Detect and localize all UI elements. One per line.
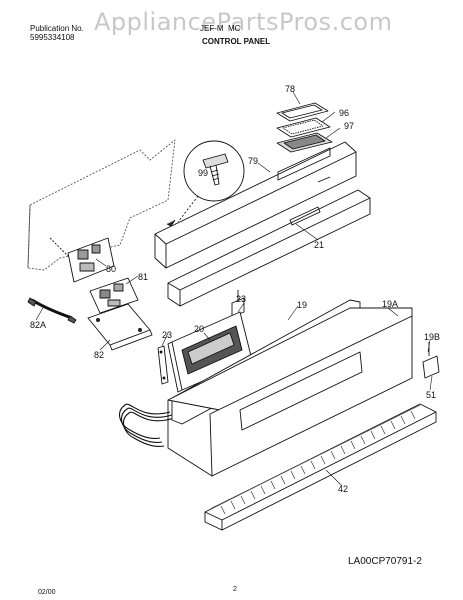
callout-23-lower: 23 xyxy=(162,330,172,340)
publication-label: Publication No. xyxy=(30,24,84,33)
callout-23-upper: 23 xyxy=(236,294,246,304)
publication-number: 5995334108 xyxy=(30,33,75,42)
diagram-code: LA00CP70791-2 xyxy=(348,556,422,567)
callout-97: 97 xyxy=(344,121,354,131)
wire-harness-82A xyxy=(27,297,77,324)
section-title: CONTROL PANEL xyxy=(202,37,271,46)
mount-bracket-23-upper xyxy=(231,290,245,318)
control-panel-79 xyxy=(154,141,357,269)
back-wall-panel xyxy=(27,139,176,271)
callout-51: 51 xyxy=(426,390,436,400)
screw-99-detail xyxy=(166,140,245,227)
display-lens-78 xyxy=(276,102,329,122)
callout-19: 19 xyxy=(297,300,307,310)
callout-96: 96 xyxy=(339,108,349,118)
ribbon-cable xyxy=(119,403,175,448)
relay-board-80 xyxy=(49,237,115,283)
lens-gasket-96 xyxy=(276,117,331,138)
callout-80: 80 xyxy=(106,264,116,274)
mount-bracket-23-lower xyxy=(157,345,169,385)
front-trim-19A xyxy=(167,307,413,477)
callout-21: 21 xyxy=(314,240,324,250)
callout-labels: 78 96 97 79 99 21 80 81 82A 82 23 23 20 … xyxy=(30,84,440,494)
callout-82A: 82A xyxy=(30,320,46,330)
model-number: JEF-M MC xyxy=(200,24,241,33)
callout-81: 81 xyxy=(138,272,148,282)
callout-78: 78 xyxy=(285,84,295,94)
vent-grille-42 xyxy=(204,403,437,531)
callout-19A: 19A xyxy=(382,299,398,309)
end-cap-51 xyxy=(422,342,440,379)
callout-99: 99 xyxy=(198,168,208,178)
callout-79: 79 xyxy=(248,156,258,166)
footer-date: 02/00 xyxy=(38,589,56,596)
control-board-81 xyxy=(89,277,139,314)
board-bracket-82 xyxy=(87,303,153,351)
watermark: AppliancePartsPros.com xyxy=(94,8,393,36)
callout-20: 20 xyxy=(194,324,204,334)
lens-retainer-97 xyxy=(276,132,333,153)
panel-rear-21 xyxy=(167,189,371,307)
callout-19B: 19B xyxy=(424,332,440,342)
callout-42: 42 xyxy=(338,484,348,494)
callout-82: 82 xyxy=(94,350,104,360)
page-number: 2 xyxy=(233,586,237,593)
leader-lines xyxy=(35,91,433,487)
